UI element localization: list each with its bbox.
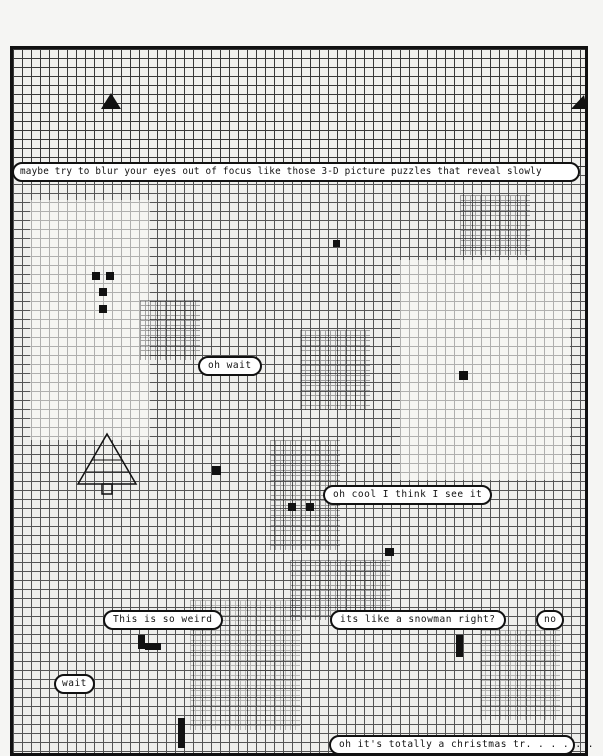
filled-square	[178, 718, 185, 748]
filled-square	[99, 288, 107, 296]
caption-so-weird: This is so weird	[103, 610, 223, 630]
filled-square	[138, 635, 145, 649]
light-region	[400, 260, 570, 480]
filled-square	[288, 503, 296, 511]
filled-square	[306, 503, 314, 511]
filled-square	[106, 272, 114, 280]
filled-square	[145, 643, 161, 650]
triangle-icon	[101, 93, 121, 109]
shaded-block	[300, 330, 370, 410]
caption-snowman: its like a snowman right?	[330, 610, 506, 630]
filled-square	[459, 371, 468, 380]
caption-top: maybe try to blur your eyes out of focus…	[12, 162, 580, 182]
filled-square	[385, 548, 394, 556]
dense-grid-band	[13, 49, 585, 167]
filled-square	[456, 635, 463, 657]
caption-no: no	[536, 610, 565, 630]
shaded-block	[140, 300, 200, 360]
shaded-block	[480, 630, 560, 720]
caption-christmas: oh it's totally a christmas tr. . . . . …	[329, 735, 594, 755]
christmas-tree-icon	[76, 432, 138, 495]
triangle-icon	[571, 95, 587, 109]
caption-oh-wait: oh wait	[198, 356, 262, 376]
filled-square	[99, 305, 107, 313]
light-region	[30, 200, 150, 440]
filled-square	[92, 272, 100, 280]
filled-square	[333, 240, 340, 247]
caption-oh-cool: oh cool I think I see it	[323, 485, 493, 505]
filled-square	[212, 466, 221, 475]
caption-wait: wait	[54, 674, 95, 694]
shaded-block	[460, 195, 530, 255]
